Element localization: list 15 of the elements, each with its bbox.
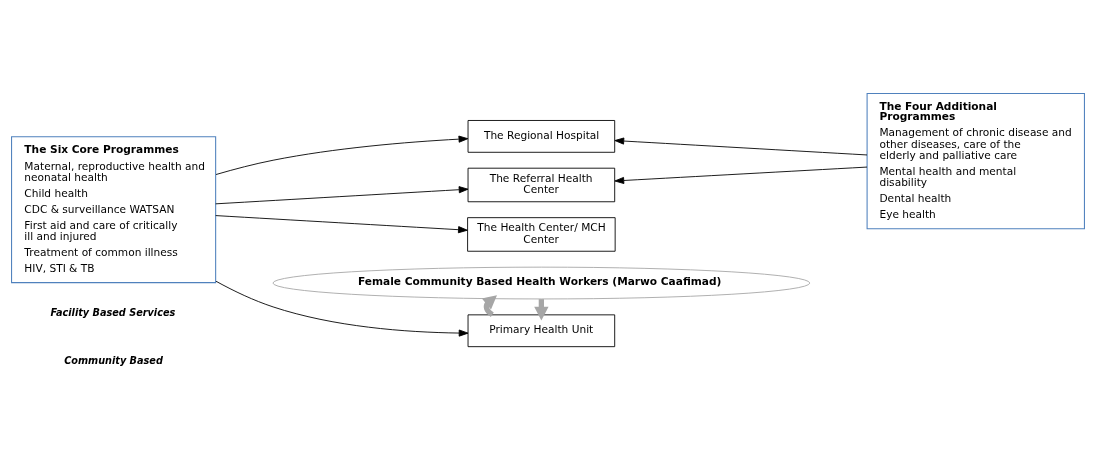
- arrow: [215, 186, 469, 205]
- node-box: The Regional Hospital: [467, 120, 616, 153]
- node-ellipse: Female Community Based Health Workers (Marwo Caafimad): [272, 266, 811, 300]
- node-box: Primary Health Unit: [467, 314, 616, 348]
- label: Community Based: [64, 355, 163, 367]
- arrow: [614, 137, 868, 156]
- node-box: The Referral Health Center: [467, 167, 616, 203]
- arrow: [614, 166, 868, 184]
- arrow: [215, 215, 468, 234]
- arrow: [215, 135, 469, 175]
- label: Facility Based Services: [50, 307, 176, 319]
- node-box: The Four Additional Programmes Management of chronic disease and other diseases, care of the elderly and palliative care Mental health and mental disability Dental health Eye health: [866, 93, 1085, 230]
- arrow: [215, 280, 469, 337]
- node-box: The Six Core Programmes Maternal, reproductive health and neonatal health Child health CDC & surveillance WATSAN First aid and care of critically ill and injured Treatment of common illness HIV, STI & TB: [11, 136, 217, 284]
- node-box: The Health Center/ MCH Center: [467, 217, 616, 252]
